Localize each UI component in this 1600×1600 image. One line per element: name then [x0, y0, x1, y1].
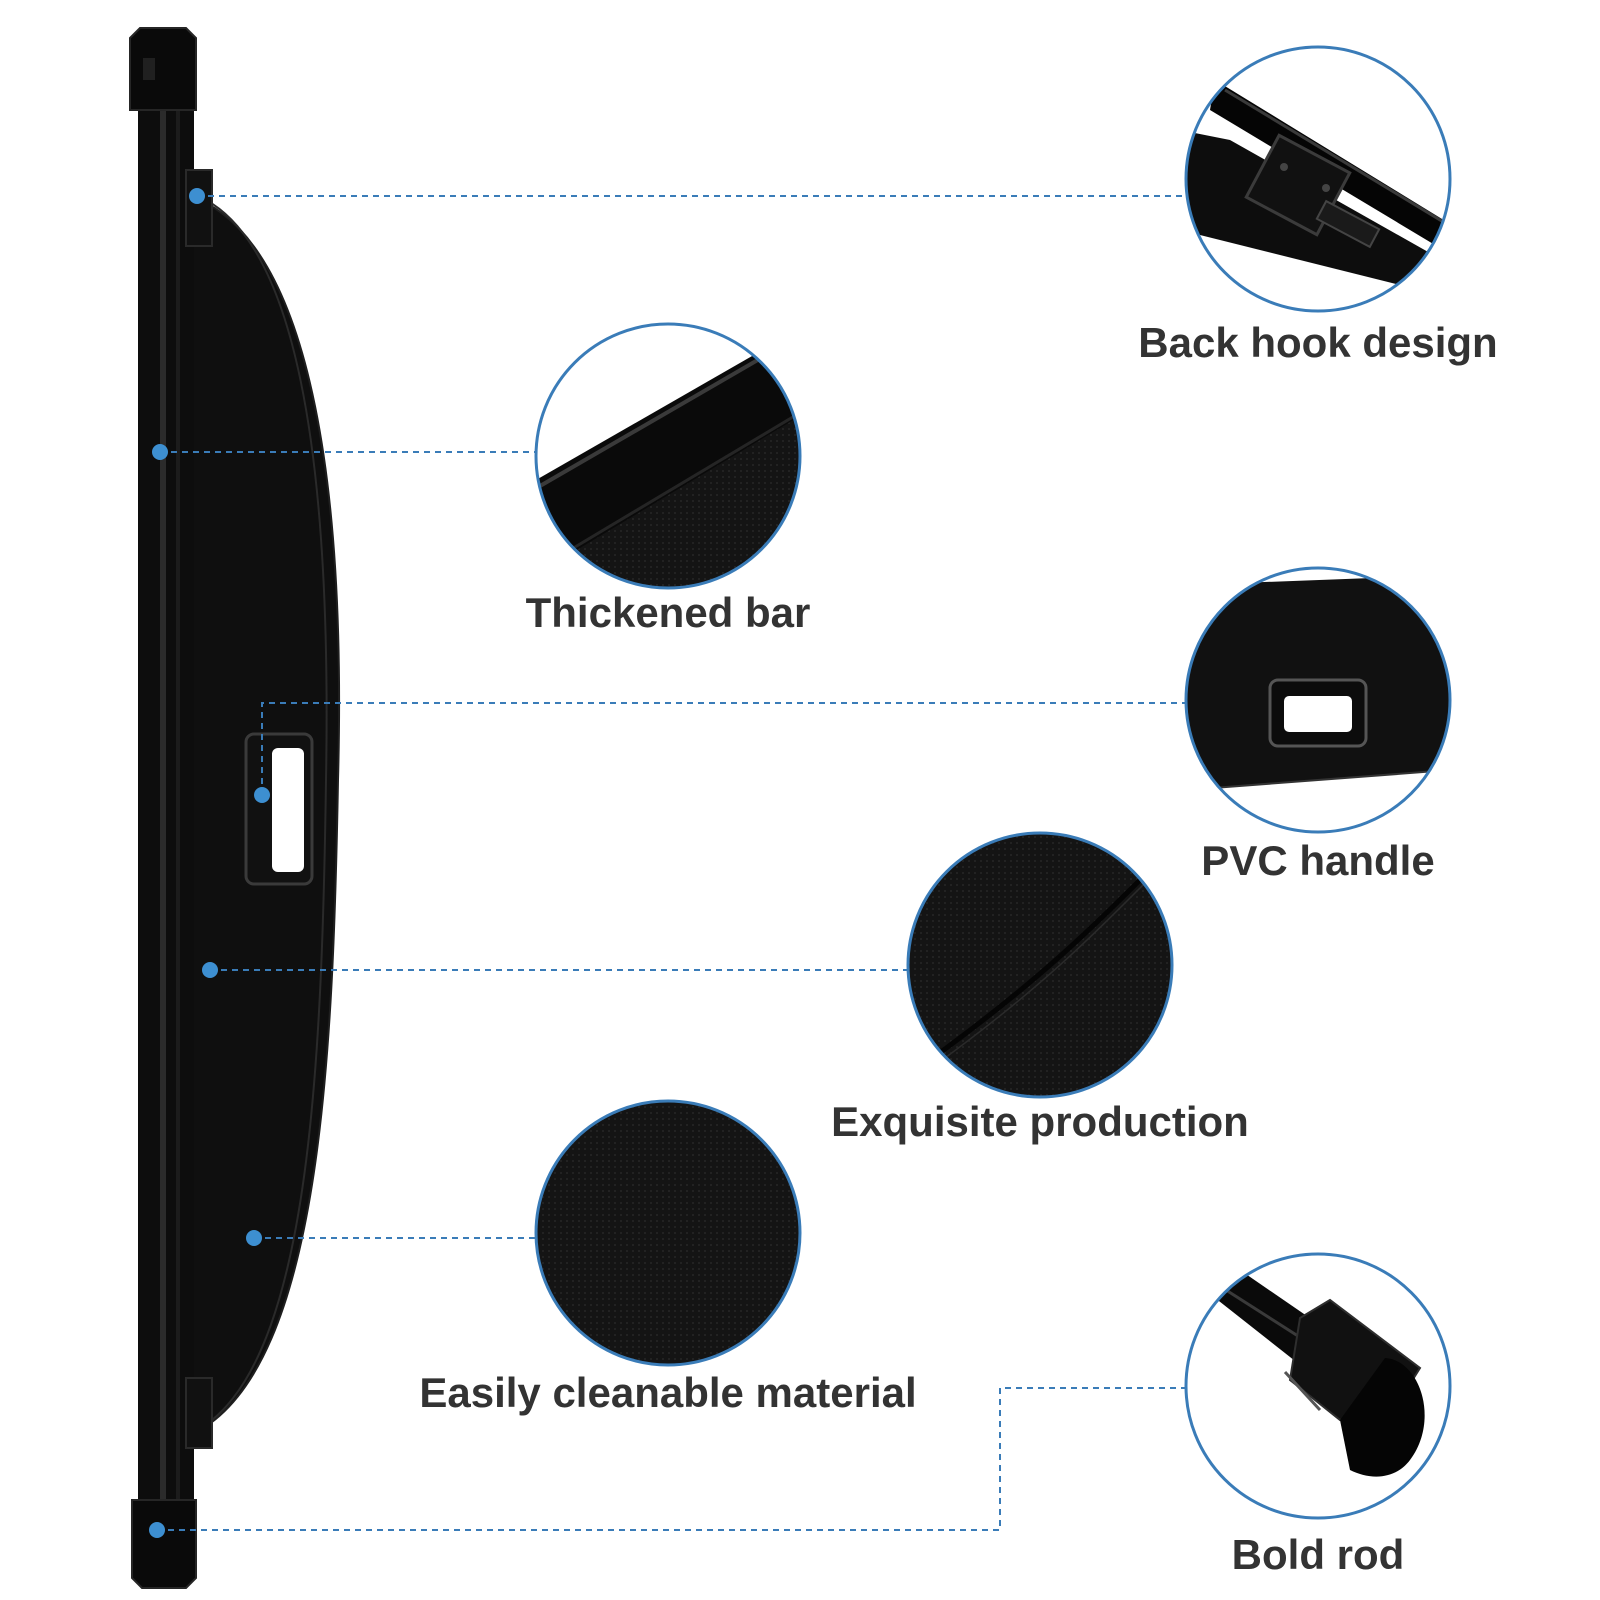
label-bold-rod: Bold rod	[1231, 1531, 1405, 1578]
cargo-cover-product	[129, 27, 341, 1589]
stitch-closeup-icon	[906, 831, 1174, 1099]
dot-pvc-handle	[254, 787, 270, 803]
label-thickened-bar: Thickened bar	[525, 589, 811, 636]
label-cleanable-material: Easily cleanable material	[419, 1369, 917, 1416]
bar-closeup-icon	[534, 322, 802, 590]
handle	[244, 732, 314, 886]
top-hook	[185, 169, 213, 247]
rod-end-cap-bottom	[131, 1499, 197, 1589]
fabric-closeup-icon	[534, 1099, 802, 1367]
dot-exquisite-production	[202, 962, 218, 978]
dot-back-hook	[189, 188, 205, 204]
rod-end-cap-top	[129, 27, 197, 111]
label-pvc-handle: PVC handle	[1201, 837, 1435, 884]
handle-closeup-icon	[1184, 566, 1452, 834]
dot-cleanable-material	[246, 1230, 262, 1246]
leader-bold-rod	[157, 1387, 1186, 1531]
callout-lines	[157, 195, 1186, 1531]
hook-closeup-icon	[1184, 45, 1452, 313]
callout-dots	[149, 188, 270, 1538]
label-back-hook: Back hook design	[1138, 319, 1498, 366]
bottom-hook	[185, 1377, 213, 1449]
label-exquisite-production: Exquisite production	[831, 1098, 1249, 1145]
leader-pvc-handle	[261, 702, 1186, 795]
dot-bold-rod	[149, 1522, 165, 1538]
dot-thickened-bar	[152, 444, 168, 460]
rod-end-closeup-icon	[1184, 1252, 1452, 1520]
